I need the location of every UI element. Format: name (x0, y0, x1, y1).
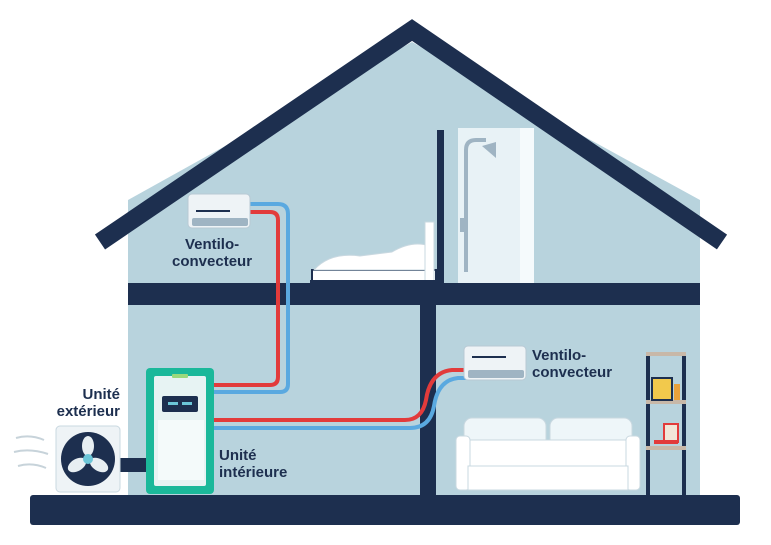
fan-coil-upper-label: Ventilo- convecteur (172, 236, 252, 270)
fan-coil-upper (187, 193, 251, 229)
outdoor-unit (13, 425, 121, 493)
fan-coil-lower-label-line1: Ventilo- (532, 347, 587, 364)
fan-coil-lower (463, 345, 527, 381)
cold-pipe-lower (212, 376, 470, 430)
outdoor-connector (120, 458, 148, 472)
lower-partition-wall (420, 305, 436, 497)
fan-coil-lower-label: Ventilo- convecteur (532, 347, 612, 381)
fan-coil-upper-label-line1: Ventilo- (184, 236, 240, 253)
hot-pipe-upper (212, 210, 280, 387)
shower-icon (458, 128, 534, 283)
hot-pipe-lower (212, 368, 470, 422)
cold-pipe-upper (212, 202, 290, 394)
fan-coil-upper-label-line2: convecteur (172, 253, 253, 270)
outdoor-unit-label-line2: extérieur (56, 403, 120, 420)
floor-slab (128, 283, 700, 305)
indoor-unit (146, 368, 214, 494)
outdoor-unit-label-line1: Unité (82, 386, 121, 403)
sofa-icon (455, 417, 641, 491)
fan-icon (67, 436, 109, 473)
upper-partition-wall (437, 130, 444, 285)
fan-coil-lower-label-line2: convecteur (532, 364, 613, 381)
outdoor-unit-label: Unité extérieur (34, 386, 120, 420)
ground (30, 495, 740, 525)
indoor-unit-label-line2: intérieure (219, 464, 288, 481)
bed-icon (310, 221, 437, 285)
indoor-unit-label: Unité intérieure (219, 447, 287, 481)
wind-lines-icon (13, 435, 49, 469)
roof (94, 19, 728, 250)
pipes (120, 202, 470, 472)
indoor-unit-label-line1: Unité (219, 447, 257, 464)
bookshelf-icon (646, 352, 686, 497)
